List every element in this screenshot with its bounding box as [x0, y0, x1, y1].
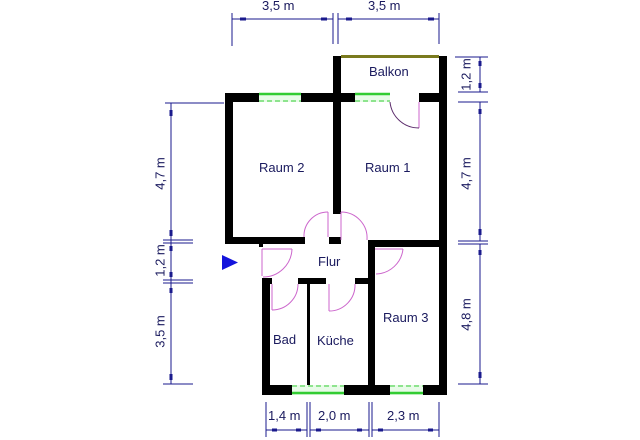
balcony — [333, 55, 447, 101]
dim-bottom-2: 2,0 m — [318, 408, 351, 423]
room-label-balkon: Balkon — [369, 64, 409, 79]
dim-right-1: 1,2 m — [458, 58, 474, 91]
room-label-raum1: Raum 1 — [365, 160, 411, 175]
dimension-lines — [163, 13, 488, 437]
room-label-raum3: Raum 3 — [383, 310, 429, 325]
dim-left-1: 4,7 m — [152, 157, 168, 190]
dim-top-1: 3,5 m — [262, 0, 295, 13]
dim-left-2: 1,2 m — [152, 244, 168, 277]
walls — [225, 93, 447, 395]
room-label-raum2: Raum 2 — [259, 160, 305, 175]
room-label-bad: Bad — [273, 332, 297, 347]
dim-bottom-1: 1,4 m — [268, 408, 301, 423]
dim-bottom-3: 2,3 m — [387, 408, 420, 423]
dim-left-3: 3,5 m — [152, 315, 168, 348]
windows — [259, 92, 423, 395]
entrance-arrow-icon — [222, 255, 238, 270]
doors — [261, 101, 420, 312]
room-label-kueche: Küche — [317, 333, 354, 348]
room-label-flur: Flur — [318, 254, 341, 269]
dim-right-2: 4,7 m — [458, 157, 474, 190]
dim-right-3: 4,8 m — [458, 298, 474, 331]
dim-top-2: 3,5 m — [368, 0, 401, 13]
